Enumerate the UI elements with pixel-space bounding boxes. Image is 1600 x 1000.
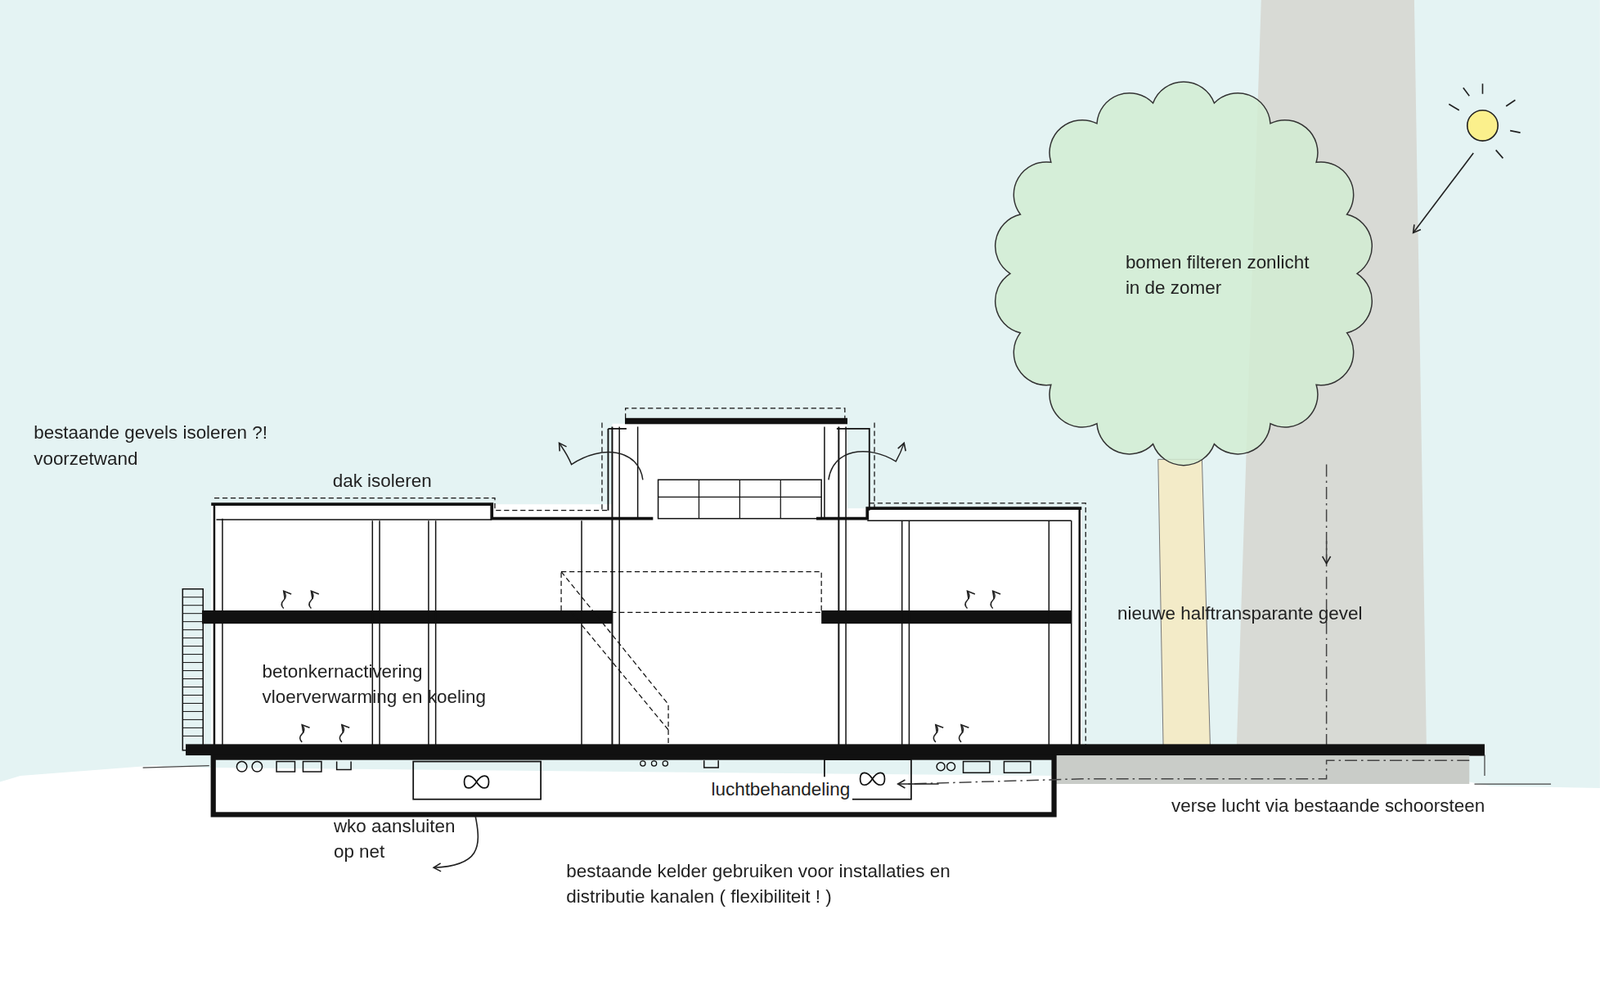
- annotation-label: verse lucht via bestaande schoorsteen: [1171, 792, 1485, 818]
- annotation-label: dak isoleren: [332, 468, 432, 495]
- sky: [0, 0, 1600, 788]
- annotation-label: bestaande gevels isoleren ?! voorzetwand: [33, 420, 284, 472]
- annotation-label: betonkernactivering vloerverwarming en k…: [262, 659, 503, 711]
- terrace: [1056, 755, 1470, 784]
- annotation-label: wko aansluiten op net: [333, 813, 462, 864]
- vent-arrow: [828, 442, 904, 480]
- tree-canopy: [995, 81, 1373, 466]
- fresh-air-line: [907, 759, 1470, 784]
- annotation-label: luchtbehandeling: [709, 776, 853, 802]
- sun: [1413, 83, 1521, 233]
- annotation-label: bestaande kelder gebruiken voor installa…: [566, 858, 1021, 909]
- air-arrow: [1325, 540, 1327, 563]
- building-section: [182, 408, 1485, 814]
- annotation-label: nieuwe halftransparante gevel: [1117, 601, 1363, 627]
- fresh-air-arrow: [898, 782, 940, 785]
- tree-trunk: [1158, 458, 1211, 745]
- building-fill: [211, 423, 1082, 756]
- vent-arrow: [559, 442, 643, 480]
- annotation-label: bomen filteren zonlicht in de zomer: [1125, 250, 1320, 302]
